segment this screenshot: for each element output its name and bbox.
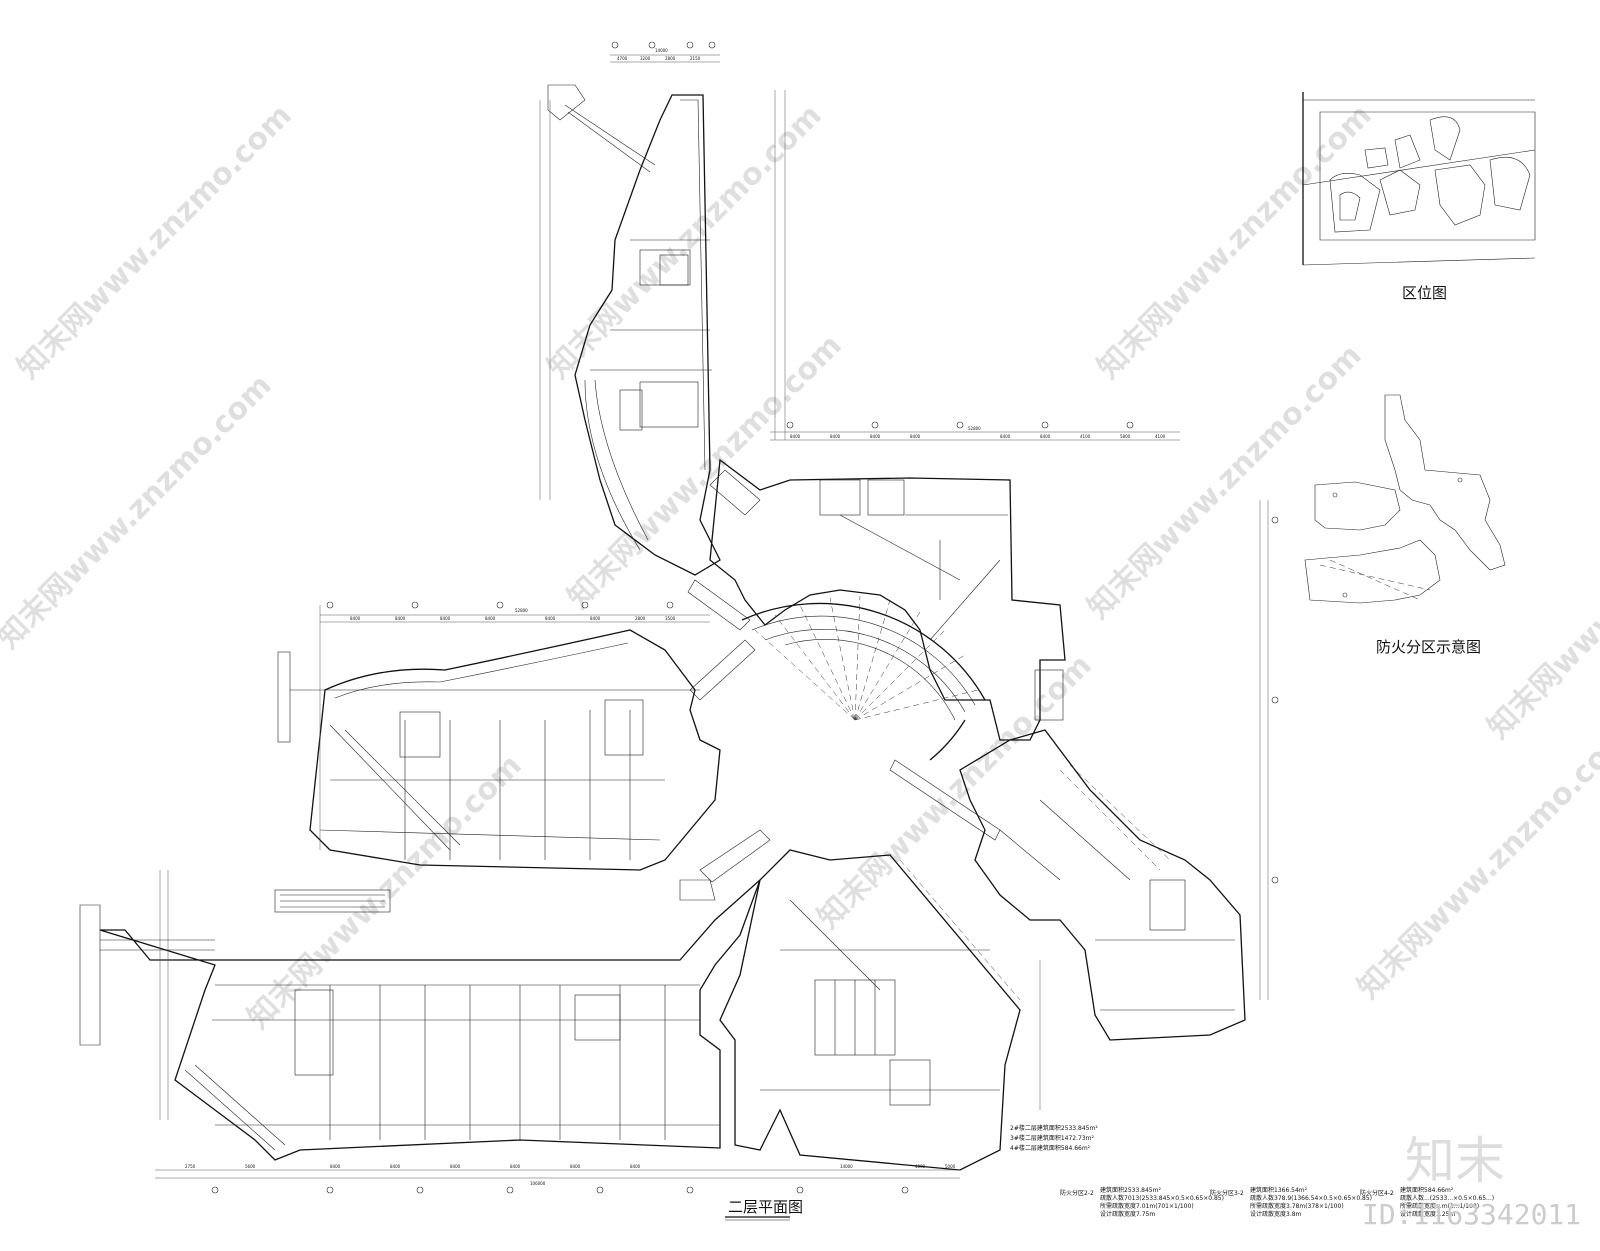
dim-west-7: 2800 xyxy=(635,616,646,621)
dim-west-1: 8400 xyxy=(395,616,406,621)
dim-bottom-6: 8400 xyxy=(570,1164,581,1169)
central-arc xyxy=(741,595,1001,841)
fire-zone-name: 防火分区2-2 xyxy=(1060,1189,1094,1197)
watermark-text: 知末网www.znzmo.com xyxy=(1351,718,1600,1006)
dim-top-1: 4700 xyxy=(617,56,628,61)
dim-bottom-7: 8400 xyxy=(630,1164,641,1169)
watermark-text: 知末网www.znzmo.com xyxy=(1481,458,1600,746)
fire-zone-line: 设计疏散宽度7.75m xyxy=(1100,1210,1155,1218)
watermark-text: 知末网www.znzmo.com xyxy=(1091,98,1379,386)
dimension-lines xyxy=(155,54,1269,1179)
dim-mid-4: 52800 xyxy=(968,426,981,431)
dim-top-3: 2800 xyxy=(665,56,676,61)
fire-zone-line: 所需疏散宽度3.78m(378×1/100) xyxy=(1250,1202,1344,1210)
fire-zone-line: 所需疏散宽度7.01m(701×1/100) xyxy=(1100,1202,1194,1210)
escalator-lines xyxy=(280,894,385,908)
znzmo-logo: 知末 xyxy=(1405,1132,1505,1190)
dim-bottom-8: 106000 xyxy=(530,1181,546,1186)
watermark-text: 知末网www.znzmo.com xyxy=(541,98,829,386)
fire-zone-map-title: 防火分区示意图 xyxy=(1376,638,1481,656)
dim-west-6: 8400 xyxy=(590,616,601,621)
dim-bottom-10: 4000 xyxy=(915,1164,926,1169)
plan-title-group: 二层平面图 xyxy=(725,1198,803,1221)
dim-top-4: 2150 xyxy=(690,56,701,61)
north-east-wing xyxy=(709,458,1066,741)
fire-zone-line: 所需疏散宽度...m(1...1/100) xyxy=(1400,1202,1479,1210)
dim-mid-9: 4100 xyxy=(1155,434,1166,439)
arc-radial-lines xyxy=(754,595,979,721)
dim-top-2: 3200 xyxy=(640,56,651,61)
dim-mid-1: 8400 xyxy=(830,434,841,439)
dim-mid-5: 8400 xyxy=(1000,434,1011,439)
fire-zone-line: 建筑面积1366.54m² xyxy=(1250,1186,1308,1194)
fire-zone-table-2: 防火分区3-2 建筑面积1366.54m² 疏散人数378.9(1366.54×… xyxy=(1210,1186,1372,1218)
dim-bottom-0: 2750 xyxy=(185,1164,196,1169)
watermark-text: 知末网www.znzmo.com xyxy=(561,328,849,616)
watermark-text: 知末网www.znzmo.com xyxy=(11,98,299,386)
fire-zone-line: 建筑面积2533.845m² xyxy=(1100,1186,1161,1194)
dim-mid-3: 8400 xyxy=(910,434,921,439)
fire-zone-line: 设计疏散宽度3.8m xyxy=(1250,1210,1302,1218)
dim-mid-8: 5800 xyxy=(1120,434,1131,439)
fire-zone-table-1: 防火分区2-2 建筑面积2533.845m² 疏散人数7013(2533.845… xyxy=(1060,1186,1224,1218)
dim-west-3: 8400 xyxy=(485,616,496,621)
watermark-text: 知末网www.znzmo.com xyxy=(811,648,1099,936)
floor-area-4: 4#楼二层建筑面积584.66m² xyxy=(1010,1144,1091,1152)
dim-bottom-11: 5000 xyxy=(945,1164,956,1169)
dim-mid-2: 8400 xyxy=(870,434,881,439)
fire-zone-line: 疏散人数378.9(1366.54×0.5×0.65×0.85) xyxy=(1250,1194,1372,1202)
floor-area-notes: 2#楼二层建筑面积2533.845m² 3#楼二层建筑面积1472.73m² 4… xyxy=(1010,1124,1098,1152)
fire-zone-map: 防火分区示意图 xyxy=(1304,394,1506,656)
fire-zone-name: 防火分区3-2 xyxy=(1210,1189,1244,1197)
south-central-wing xyxy=(719,849,1021,1171)
west-wing xyxy=(274,629,721,913)
fire-zone-line: 疏散人数...(2533...×0.5×0.65...) xyxy=(1400,1194,1494,1202)
dim-bottom-5: 8400 xyxy=(510,1164,521,1169)
dim-bottom-1: 5600 xyxy=(245,1164,256,1169)
image-id-label: ID:1163342011 xyxy=(1362,1198,1581,1231)
floor-area-2: 2#楼二层建筑面积2533.845m² xyxy=(1010,1124,1098,1132)
dim-bottom-2: 8400 xyxy=(330,1164,341,1169)
dim-bottom-4: 8400 xyxy=(450,1164,461,1169)
location-map: 区位图 xyxy=(1302,92,1536,302)
east-wing xyxy=(959,729,1246,1041)
plan-title: 二层平面图 xyxy=(728,1198,803,1216)
fire-zone-line: 建筑面积584.66m² xyxy=(1400,1186,1454,1194)
dim-west-8: 3500 xyxy=(665,616,676,621)
grid-bubbles xyxy=(211,41,1279,1194)
dim-west-2: 8400 xyxy=(440,616,451,621)
dim-west-5: 8400 xyxy=(545,616,556,621)
north-wing xyxy=(547,84,721,576)
watermark-text: 知末网www.znzmo.com xyxy=(241,748,529,1036)
dim-bottom-3: 8400 xyxy=(390,1164,401,1169)
dim-top-0: 14000 xyxy=(655,48,668,53)
dimension-texts: 14000 4700 3200 2800 2150 8400 8400 8400… xyxy=(185,48,1166,1186)
watermark-text: 知末网www.znzmo.com xyxy=(0,368,279,656)
connector-bridges xyxy=(679,579,771,901)
fire-zone-name: 防火分区4-2 xyxy=(1360,1189,1394,1197)
dim-west-4: 52800 xyxy=(515,608,528,613)
watermark-layer: 知末网www.znzmo.com 知末网www.znzmo.com 知末网www… xyxy=(0,98,1600,1036)
south-west-wing xyxy=(79,879,761,1161)
floor-area-3: 3#楼二层建筑面积1472.73m² xyxy=(1010,1134,1095,1142)
main-floor-plan: 14000 4700 3200 2800 2150 8400 8400 8400… xyxy=(79,41,1279,1194)
dim-bottom-9: 14000 xyxy=(840,1164,853,1169)
dim-west-0: 8400 xyxy=(350,616,361,621)
fire-zone-table-3: 防火分区4-2 建筑面积584.66m² 疏散人数...(2533...×0.5… xyxy=(1360,1186,1494,1218)
fire-zone-line: 设计疏散宽度1.25m xyxy=(1400,1210,1455,1218)
dim-mid-7: 4100 xyxy=(1080,434,1091,439)
dim-mid-0: 8400 xyxy=(790,434,801,439)
location-map-title: 区位图 xyxy=(1402,284,1447,302)
fire-zone-line: 疏散人数7013(2533.845×0.5×0.65×0.85) xyxy=(1100,1194,1224,1202)
dim-mid-6: 8400 xyxy=(1040,434,1051,439)
watermark-text: 知末网www.znzmo.com xyxy=(1081,338,1369,626)
